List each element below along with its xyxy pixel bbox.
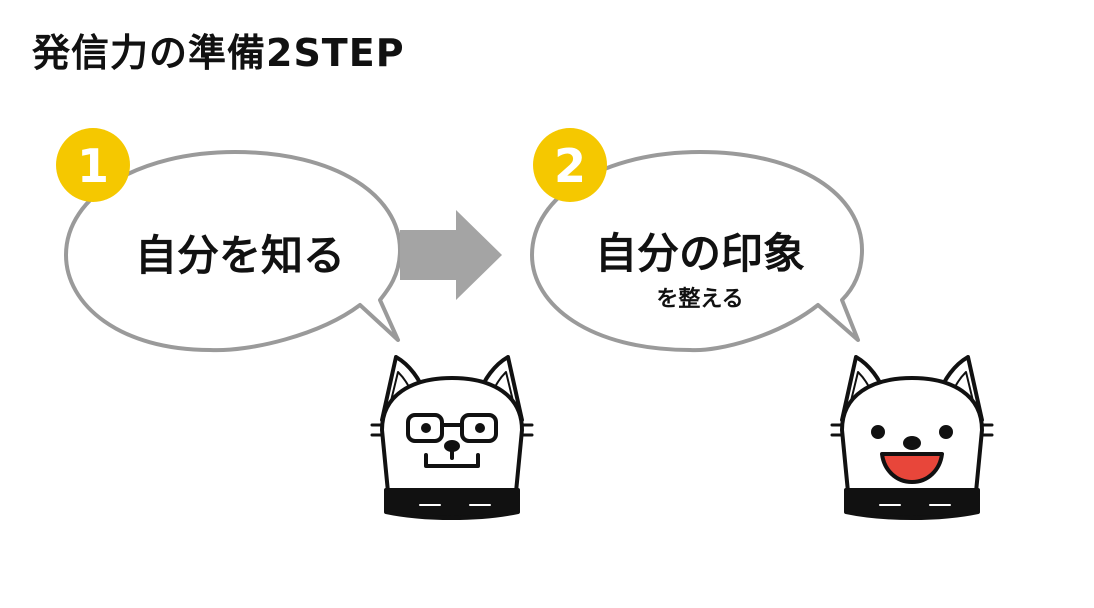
step-1-number: 1 — [77, 139, 109, 193]
step-1-label: 自分を知る — [135, 231, 345, 280]
right-arrow-icon — [400, 210, 502, 300]
step-2-label: 自分の印象 — [595, 229, 805, 278]
step-1: 1 自分を知る — [56, 128, 400, 350]
dog-with-glasses-icon — [372, 357, 532, 518]
step-2-number: 2 — [554, 139, 586, 193]
step-2-sublabel: を整える — [656, 286, 743, 312]
smiling-dog-icon — [832, 357, 992, 518]
step-2: 2 自分の印象 を整える — [532, 128, 862, 350]
